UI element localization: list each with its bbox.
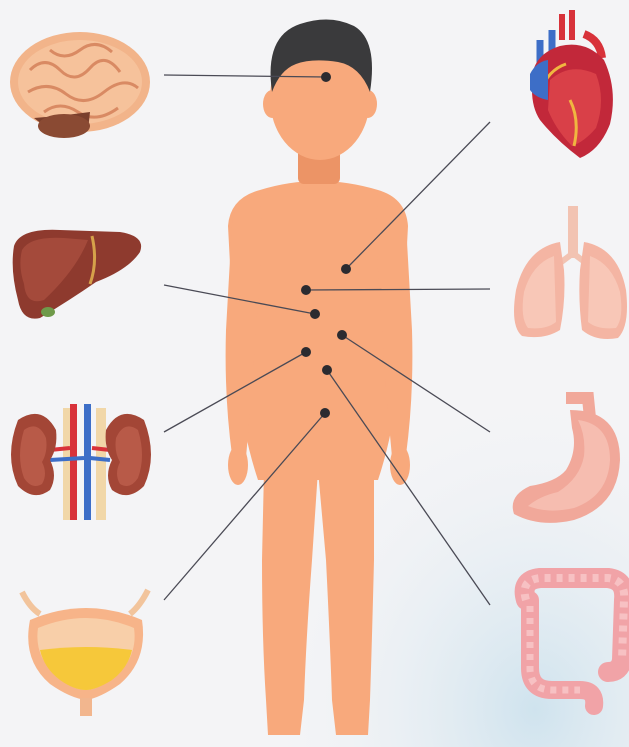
right-ear bbox=[359, 90, 377, 118]
dot-brain[interactable] bbox=[321, 72, 331, 82]
dot-kidneys[interactable] bbox=[301, 347, 311, 357]
dot-liver[interactable] bbox=[310, 309, 320, 319]
dot-intestine[interactable] bbox=[322, 365, 332, 375]
dot-bladder[interactable] bbox=[320, 408, 330, 418]
left-ear bbox=[263, 90, 281, 118]
dot-stomach[interactable] bbox=[337, 330, 347, 340]
dot-heart[interactable] bbox=[341, 264, 351, 274]
left-hand bbox=[228, 445, 248, 485]
dot-lungs[interactable] bbox=[301, 285, 311, 295]
